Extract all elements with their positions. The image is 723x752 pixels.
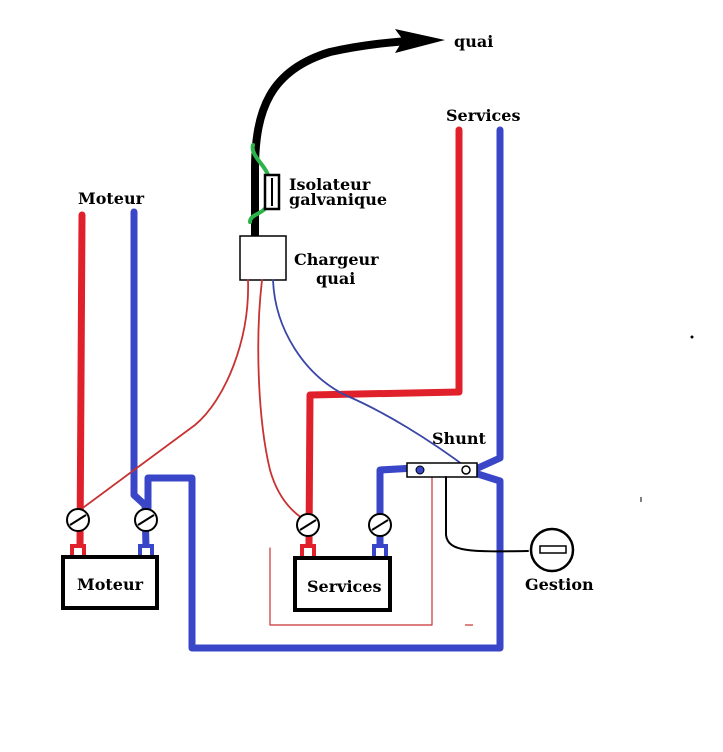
label-services-top: Services bbox=[446, 106, 520, 125]
label-shunt: Shunt bbox=[432, 429, 486, 448]
sense-wire bbox=[269, 475, 433, 626]
charger-fine-red-2 bbox=[257, 279, 306, 521]
terminal-services-negative bbox=[368, 513, 392, 560]
label-battery-moteur: Moteur bbox=[77, 575, 144, 594]
services-negative-wire bbox=[376, 464, 419, 552]
shunt-terminal-right bbox=[461, 465, 471, 475]
terminal-moteur-negative bbox=[134, 508, 158, 560]
services-top-negative-wire bbox=[474, 126, 504, 472]
gestion-gauge-slot bbox=[539, 545, 567, 554]
services-positive-wire bbox=[305, 126, 463, 549]
ground-loop-wire bbox=[144, 466, 504, 652]
shunt-terminal-left bbox=[415, 465, 425, 475]
battery-services bbox=[293, 556, 392, 612]
label-quai: quai bbox=[454, 32, 493, 51]
label-moteur-top: Moteur bbox=[78, 189, 145, 208]
label-isolateur-line1: Isolateur bbox=[289, 175, 371, 194]
battery-moteur bbox=[61, 555, 159, 610]
label-isolateur-line2: galvanique bbox=[289, 190, 387, 209]
moteur-positive-wire bbox=[76, 211, 86, 552]
moteur-negative-wire bbox=[130, 208, 150, 552]
terminal-services-positive bbox=[296, 513, 320, 560]
gestion-wire bbox=[445, 476, 529, 553]
label-gestion: Gestion bbox=[525, 575, 594, 594]
charger-fine-red-1 bbox=[79, 279, 249, 511]
label-chargeur-line2: quai bbox=[316, 269, 355, 288]
shore-cable bbox=[251, 29, 445, 240]
label-chargeur-line1: Chargeur bbox=[294, 250, 379, 269]
charger-fine-blue bbox=[272, 279, 471, 471]
label-battery-services: Services bbox=[307, 577, 381, 596]
shunt-box bbox=[406, 462, 478, 478]
charger-box bbox=[239, 235, 287, 281]
arrow-head-icon bbox=[395, 29, 445, 53]
stray-dot bbox=[690, 335, 694, 339]
